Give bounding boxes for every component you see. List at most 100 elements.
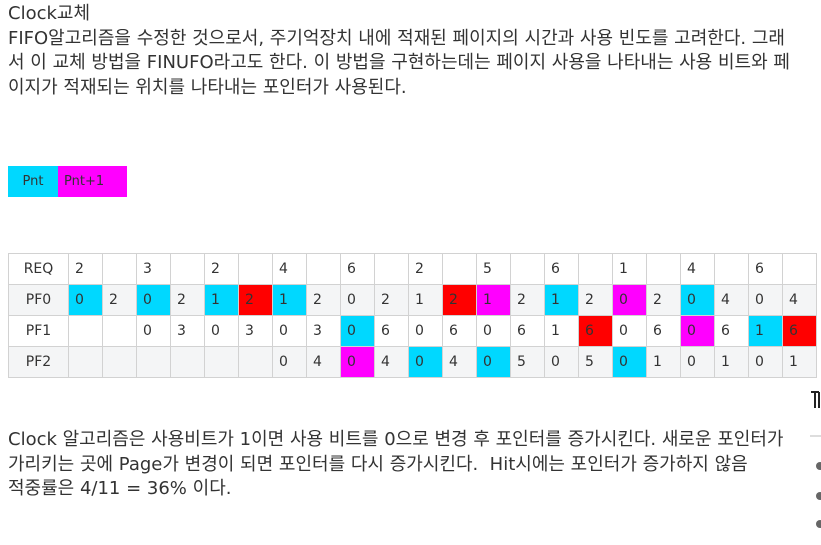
row-label: PF1	[8, 315, 69, 347]
table-cell: 2	[442, 284, 477, 316]
table-cell: 6	[544, 253, 579, 285]
legend-pointer-next: Pnt+1	[58, 166, 127, 197]
table-cell	[714, 253, 749, 285]
table-cell: 2	[204, 253, 239, 285]
hit-ratio-text: 적중률은 4/11 = 36% 이다.	[8, 478, 232, 499]
row-label: REQ	[8, 253, 69, 285]
table-cell: 0	[544, 346, 579, 378]
table-cell	[646, 253, 681, 285]
table-cell	[68, 346, 103, 378]
table-cell: 4	[272, 253, 307, 285]
table-cell: 2	[170, 284, 205, 316]
table-cell	[782, 253, 817, 285]
table-cell: 0	[680, 284, 715, 316]
table-cell: 1	[714, 346, 749, 378]
table-cell: 0	[748, 284, 783, 316]
table-cell: 0	[272, 315, 307, 347]
table-cell	[102, 346, 137, 378]
table-cell: 0	[204, 315, 239, 347]
table-cell: 0	[340, 284, 375, 316]
table-cell: 1	[544, 315, 579, 347]
intro-text: Clock교체 FIFO알고리즘을 수정한 것으로서, 주기억장치 내에 적재된…	[8, 2, 798, 100]
table-cell: 4	[442, 346, 477, 378]
table-cell: 6	[748, 253, 783, 285]
row-label: PF2	[8, 346, 69, 378]
table-cell	[238, 253, 273, 285]
table-cell	[102, 253, 137, 285]
clipped-edge-glyphs	[810, 391, 821, 528]
table-cell	[68, 315, 103, 347]
table-cell: 2	[102, 284, 137, 316]
table-cell: 6	[646, 315, 681, 347]
table-cell: 5	[578, 346, 613, 378]
table-cell: 6	[442, 315, 477, 347]
legend-pointer: Pnt	[8, 166, 58, 197]
table-cell: 0	[612, 346, 647, 378]
table-cell: 0	[680, 315, 715, 347]
explanation-text: Clock 알고리즘은 사용비트가 1이면 사용 비트를 0으로 변경 후 포인…	[8, 429, 790, 475]
table-cell: 2	[578, 284, 613, 316]
table-cell: 2	[510, 284, 545, 316]
table-cell	[170, 346, 205, 378]
color-legend: Pnt Pnt+1	[8, 166, 127, 197]
table-cell: 1	[204, 284, 239, 316]
table-cell: 1	[272, 284, 307, 316]
table-cell	[238, 346, 273, 378]
table-cell: 0	[476, 315, 511, 347]
table-cell: 2	[68, 253, 103, 285]
table-cell: 2	[646, 284, 681, 316]
table-cell: 2	[306, 284, 341, 316]
table-cell	[136, 346, 171, 378]
table-cell: 3	[136, 253, 171, 285]
table-cell: 1	[646, 346, 681, 378]
table-cell: 1	[408, 284, 443, 316]
table-cell: 0	[612, 284, 647, 316]
table-cell: 4	[680, 253, 715, 285]
table-cell: 1	[476, 284, 511, 316]
table-cell	[510, 253, 545, 285]
table-cell: 6	[714, 315, 749, 347]
table-cell: 0	[680, 346, 715, 378]
table-cell: 6	[374, 315, 409, 347]
row-label: PF0	[8, 284, 69, 316]
table-cell: 5	[476, 253, 511, 285]
table-cell	[306, 253, 341, 285]
table-cell	[102, 315, 137, 347]
table-cell: 6	[578, 315, 613, 347]
table-cell	[170, 253, 205, 285]
table-cell	[442, 253, 477, 285]
table-cell	[578, 253, 613, 285]
table-cell: 0	[612, 315, 647, 347]
table-cell: 0	[136, 315, 171, 347]
table-cell: 0	[340, 346, 375, 378]
table-cell: 2	[408, 253, 443, 285]
outro-text: Clock 알고리즘은 사용비트가 1이면 사용 비트를 0으로 변경 후 포인…	[8, 428, 798, 502]
table-cell: 1	[612, 253, 647, 285]
table-cell: 0	[408, 346, 443, 378]
table-cell: 1	[782, 346, 817, 378]
table-cell: 3	[238, 315, 273, 347]
table-cell: 3	[306, 315, 341, 347]
intro-body: FIFO알고리즘을 수정한 것으로서, 주기억장치 내에 적재된 페이지의 시간…	[8, 27, 790, 98]
table-cell: 6	[340, 253, 375, 285]
table-cell: 0	[272, 346, 307, 378]
table-cell: 4	[374, 346, 409, 378]
table-cell: 1	[544, 284, 579, 316]
table-cell: 4	[306, 346, 341, 378]
table-cell: 1	[748, 315, 783, 347]
table-cell: 4	[782, 284, 817, 316]
table-cell: 3	[170, 315, 205, 347]
table-cell: 0	[136, 284, 171, 316]
section-title: Clock교체	[8, 3, 91, 24]
table-cell: 0	[408, 315, 443, 347]
table-cell: 0	[476, 346, 511, 378]
table-cell	[374, 253, 409, 285]
table-cell	[204, 346, 239, 378]
table-cell: 4	[714, 284, 749, 316]
table-cell: 6	[510, 315, 545, 347]
